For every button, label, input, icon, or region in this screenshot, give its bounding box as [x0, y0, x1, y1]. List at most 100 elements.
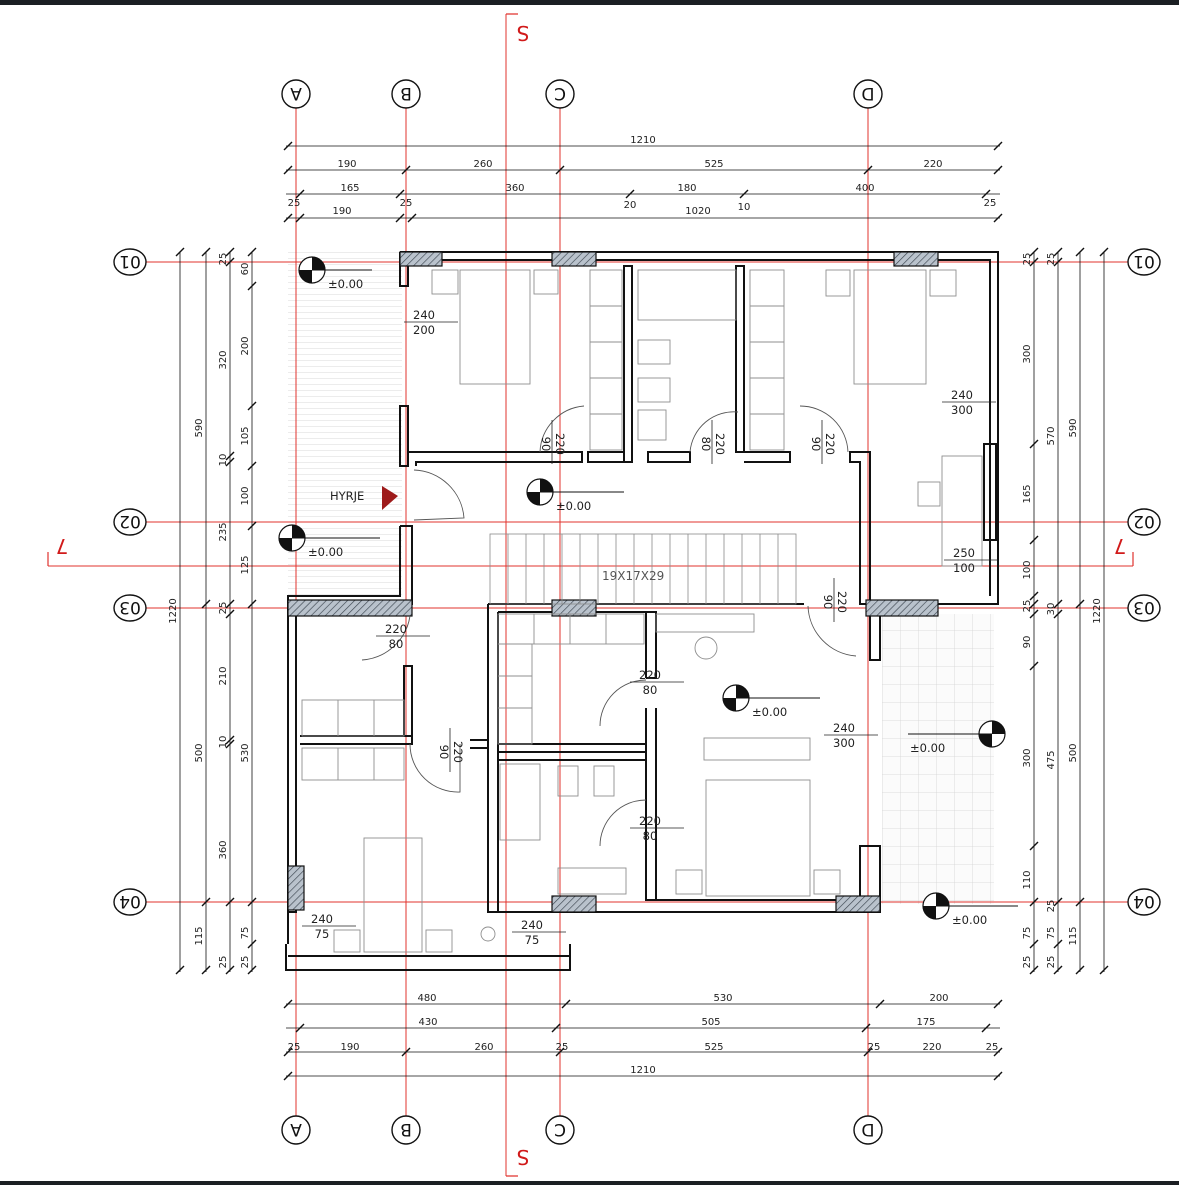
dimension-ticks [175, 141, 1109, 1081]
entrance-arrow-icon [382, 486, 398, 510]
dim-bottom-row1: 530 [713, 993, 732, 1004]
grid-bubble-03-left: 03 [113, 594, 147, 622]
dim-right-mid: 75 [1046, 927, 1057, 940]
dim-right-outer: 115 [1068, 926, 1079, 945]
level-value: ±0.00 [910, 741, 945, 755]
dim-right-inner: 25 [1022, 253, 1033, 266]
dim-right-inner: 25 [1022, 956, 1033, 969]
entrance-deck [288, 252, 402, 604]
section-mark-bottom: S [517, 1145, 530, 1169]
dim-top-total: 1210 [630, 135, 655, 146]
opening-height: 90 [437, 745, 451, 760]
dim-left-inner: 100 [240, 486, 251, 505]
opening-width: 220 [639, 668, 661, 682]
dim-left-outer: 500 [194, 743, 205, 762]
dim-right-inner: 165 [1022, 484, 1033, 503]
opening-width: 220 [553, 433, 567, 455]
dim-bottom-row2: 175 [916, 1017, 935, 1028]
grid-bubble-label: 04 [119, 891, 141, 911]
dim-right-inner: 100 [1022, 560, 1033, 579]
section-mark-top: S [517, 21, 530, 45]
dim-right-inner: 75 [1022, 927, 1033, 940]
bottom-frame-bar [0, 1181, 1179, 1185]
dim-bottom-row3: 25 [556, 1042, 569, 1053]
dim-bottom-total: 1210 [630, 1065, 655, 1076]
dim-top-row2: 525 [704, 159, 723, 170]
dim-right-inner: 90 [1022, 636, 1033, 649]
dim-right-mid: 25 [1046, 253, 1057, 266]
grid-bubble-label: 03 [119, 597, 141, 617]
dim-top-row3: 400 [855, 183, 874, 194]
dim-left-inner: 200 [240, 336, 251, 355]
dim-left-inner: 125 [240, 555, 251, 574]
dim-right-mid: 30 [1046, 603, 1057, 616]
grid-bubble-02-right: 02 [1127, 508, 1161, 536]
grid-bubble-label: C [554, 1119, 566, 1139]
dim-left-mid: 360 [218, 840, 229, 859]
opening-height: 90 [809, 437, 823, 452]
opening-width: 220 [713, 433, 727, 455]
opening-height: 75 [315, 927, 330, 941]
dim-left-mid: 210 [218, 666, 229, 685]
opening-width: 220 [639, 814, 661, 828]
dim-top-row4: 10 [738, 202, 751, 213]
grid-bubble-C-top: C [545, 79, 575, 109]
grid-bubble-label: B [400, 83, 412, 103]
dim-left-inner: 530 [240, 743, 251, 762]
dim-left-mid: 235 [218, 522, 229, 541]
level-markers: ±0.00±0.00±0.00±0.00±0.00±0.00 [278, 256, 1018, 927]
opening-height: 80 [643, 829, 658, 843]
opening-height: 75 [525, 933, 540, 947]
section-mark-right: 7 [1114, 534, 1127, 558]
grid-bubble-D-bottom: D [853, 1115, 883, 1145]
grid-bubble-label: 01 [119, 251, 141, 271]
dim-right-inner: 300 [1022, 748, 1033, 767]
level-marker: ±0.00 [298, 256, 372, 291]
level-marker: ±0.00 [908, 720, 1006, 755]
stair-label: 19X17X29 [602, 569, 664, 583]
opening-height: 300 [951, 403, 973, 417]
dim-top-row4: 20 [624, 200, 637, 211]
dim-right-inner: 300 [1022, 344, 1033, 363]
opening-height: 100 [953, 561, 975, 575]
dim-left-total: 1220 [168, 598, 179, 623]
dim-bottom-row1: 200 [929, 993, 948, 1004]
dim-left-mid: 25 [218, 602, 229, 615]
dim-top-row3: 360 [505, 183, 524, 194]
opening-width: 240 [951, 388, 973, 402]
dim-left-inner: 60 [240, 263, 251, 276]
grid-bubble-01-right: 01 [1127, 248, 1161, 276]
dim-right-outer: 590 [1068, 418, 1079, 437]
grid-bubble-label: 04 [1133, 891, 1155, 911]
furniture [301, 269, 983, 953]
opening-width: 220 [835, 591, 849, 613]
dim-left-outer: 590 [194, 418, 205, 437]
opening-width: 220 [823, 433, 837, 455]
grid-bubble-label: A [290, 83, 302, 103]
dim-bottom-row3: 190 [340, 1042, 359, 1053]
grid-bubble-C-bottom: C [545, 1115, 575, 1145]
entrance-label: HYRJE [330, 489, 364, 503]
grid-bubble-label: 03 [1133, 597, 1155, 617]
dim-bottom-row2: 430 [418, 1017, 437, 1028]
door-swings [361, 405, 857, 847]
opening-width: 220 [385, 622, 407, 636]
level-marker: ±0.00 [722, 684, 820, 719]
section-mark-left: 7 [56, 534, 69, 558]
dim-right-mid: 475 [1046, 750, 1057, 769]
dim-top-row4: 25 [400, 198, 413, 209]
section-line-7: 7 7 [47, 534, 1134, 567]
dim-left-mid: 25 [218, 253, 229, 266]
opening-height: 80 [389, 637, 404, 651]
opening-height: 200 [413, 323, 435, 337]
opening-height: 80 [699, 437, 713, 452]
dim-left-mid: 320 [218, 350, 229, 369]
